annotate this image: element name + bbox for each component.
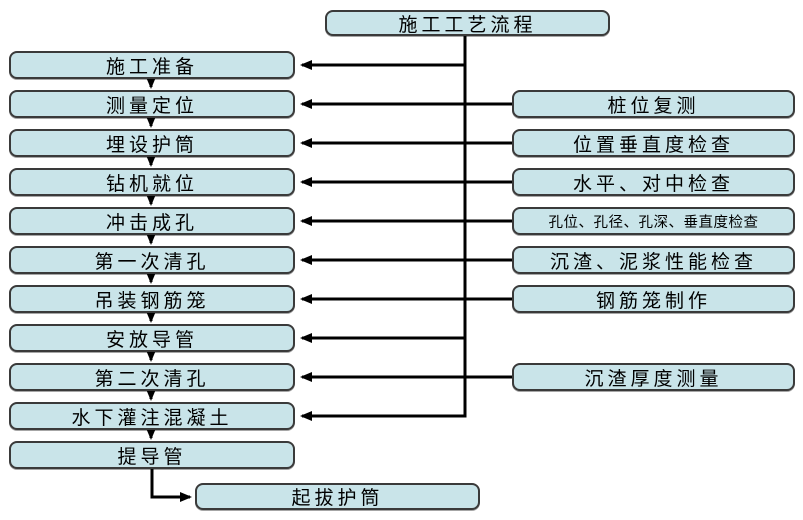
flow-node-impact-drilling: 冲击成孔 [9,207,295,235]
flow-node-survey-positioning: 测量定位 [9,90,295,118]
flow-node-tremie-pipe-placement: 安放导管 [9,324,295,352]
arrow-to-casing-extraction [150,469,192,502]
flow-node-process-title: 施工工艺流程 [325,10,610,36]
flow-node-underwater-concrete-pouring: 水下灌注混凝土 [9,402,295,430]
flow-node-second-hole-cleaning: 第二次清孔 [9,363,295,391]
flow-node-casing-installation: 埋设护筒 [9,129,295,157]
flow-node-hole-dimensions-verticality-check: 孔位、孔径、孔深、垂直度检查 [512,207,795,235]
flow-node-position-verticality-check: 位置垂直度检查 [512,129,795,157]
flow-node-sediment-thickness-measurement: 沉渣厚度测量 [512,363,795,391]
flow-node-casing-extraction: 起拔护筒 [195,483,480,510]
flow-arrows [146,36,512,502]
flow-node-level-centering-check: 水平、对中检查 [512,168,795,196]
arrow-trunk-to-concrete-pouring [300,36,467,421]
flow-node-pile-position-recheck: 桩位复测 [512,90,795,118]
flow-node-rebar-cage-fabrication: 钢筋笼制作 [512,285,795,313]
flow-node-tremie-pipe-lifting: 提导管 [9,441,295,469]
flow-node-construction-preparation: 施工准备 [9,51,295,79]
flow-node-rebar-cage-hoisting: 吊装钢筋笼 [9,285,295,313]
flow-node-drill-rig-positioning: 钻机就位 [9,168,295,196]
flow-node-sediment-slurry-performance-check: 沉渣、泥浆性能检查 [512,246,795,274]
flow-node-first-hole-cleaning: 第一次清孔 [9,246,295,274]
